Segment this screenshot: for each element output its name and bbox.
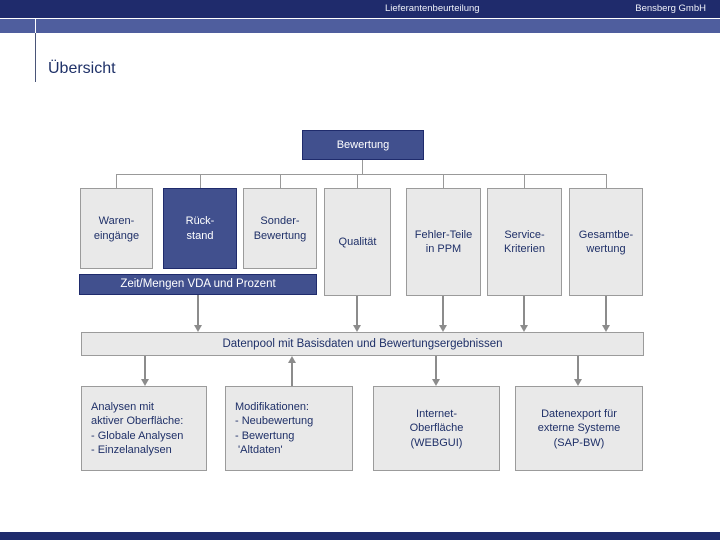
arrow-modifikationen-to-datapool-line xyxy=(291,362,293,386)
connector-stub-fehler xyxy=(443,174,444,188)
node-fehler-teile: Fehler-Teile in PPM xyxy=(406,188,481,296)
arrow-down-icon xyxy=(574,379,582,386)
margin-line xyxy=(35,33,36,82)
connector-stub-service xyxy=(524,174,525,188)
connector-horizontal xyxy=(116,174,607,175)
arrow-gesamt-to-datapool-line xyxy=(605,296,607,326)
arrow-down-icon xyxy=(602,325,610,332)
header-accent-bar xyxy=(0,19,720,33)
connector-stub-sonder xyxy=(280,174,281,188)
node-internet-oberflaeche: Internet- Oberfläche (WEBGUI) xyxy=(373,386,500,471)
connector-stub-wareneingaenge xyxy=(116,174,117,188)
connector-stub-rueckstand xyxy=(200,174,201,188)
document-title: Lieferantenbeurteilung xyxy=(385,3,480,14)
arrow-down-icon xyxy=(439,325,447,332)
bottom-footer-bar xyxy=(0,532,720,540)
top-header-bar: Lieferantenbeurteilung Bensberg GmbH xyxy=(0,0,720,18)
arrow-fehler-to-datapool-line xyxy=(442,296,444,326)
page-title: Übersicht xyxy=(48,60,116,77)
arrow-qualitaet-to-datapool-line xyxy=(356,296,358,326)
arrow-datapool-to-datenexport-line xyxy=(577,356,579,380)
arrow-service-to-datapool-line xyxy=(523,296,525,326)
connector-root-stub xyxy=(362,160,363,174)
arrow-datapool-to-analysen-line xyxy=(144,356,146,380)
arrow-down-icon xyxy=(141,379,149,386)
node-analysen: Analysen mit aktiver Oberfläche: - Globa… xyxy=(81,386,207,471)
node-datenexport: Datenexport für externe Systeme (SAP-BW) xyxy=(515,386,643,471)
node-wareneingaenge: Waren- eingänge xyxy=(80,188,153,269)
arrow-down-icon xyxy=(520,325,528,332)
connector-stub-qualitaet xyxy=(357,174,358,188)
arrow-datapool-to-internet-line xyxy=(435,356,437,380)
node-gesamtbewertung: Gesamtbe- wertung xyxy=(569,188,643,296)
node-qualitaet: Qualität xyxy=(324,188,391,296)
arrow-band-to-datapool-line xyxy=(197,295,199,326)
node-rueckstand: Rück- stand xyxy=(163,188,237,269)
bar-datenpool: Datenpool mit Basisdaten und Bewertungse… xyxy=(81,332,644,356)
arrow-down-icon xyxy=(194,325,202,332)
margin-line-top xyxy=(35,19,36,33)
node-sonder-bewertung: Sonder- Bewertung xyxy=(243,188,317,269)
node-bewertung: Bewertung xyxy=(302,130,424,160)
arrow-up-icon xyxy=(288,356,296,363)
arrow-down-icon xyxy=(432,379,440,386)
node-service-kriterien: Service- Kriterien xyxy=(487,188,562,296)
node-modifikationen: Modifikationen: - Neubewertung - Bewertu… xyxy=(225,386,353,471)
band-zeit-mengen: Zeit/Mengen VDA und Prozent xyxy=(79,274,317,295)
connector-stub-gesamt xyxy=(606,174,607,188)
company-name: Bensberg GmbH xyxy=(635,3,706,14)
arrow-down-icon xyxy=(353,325,361,332)
